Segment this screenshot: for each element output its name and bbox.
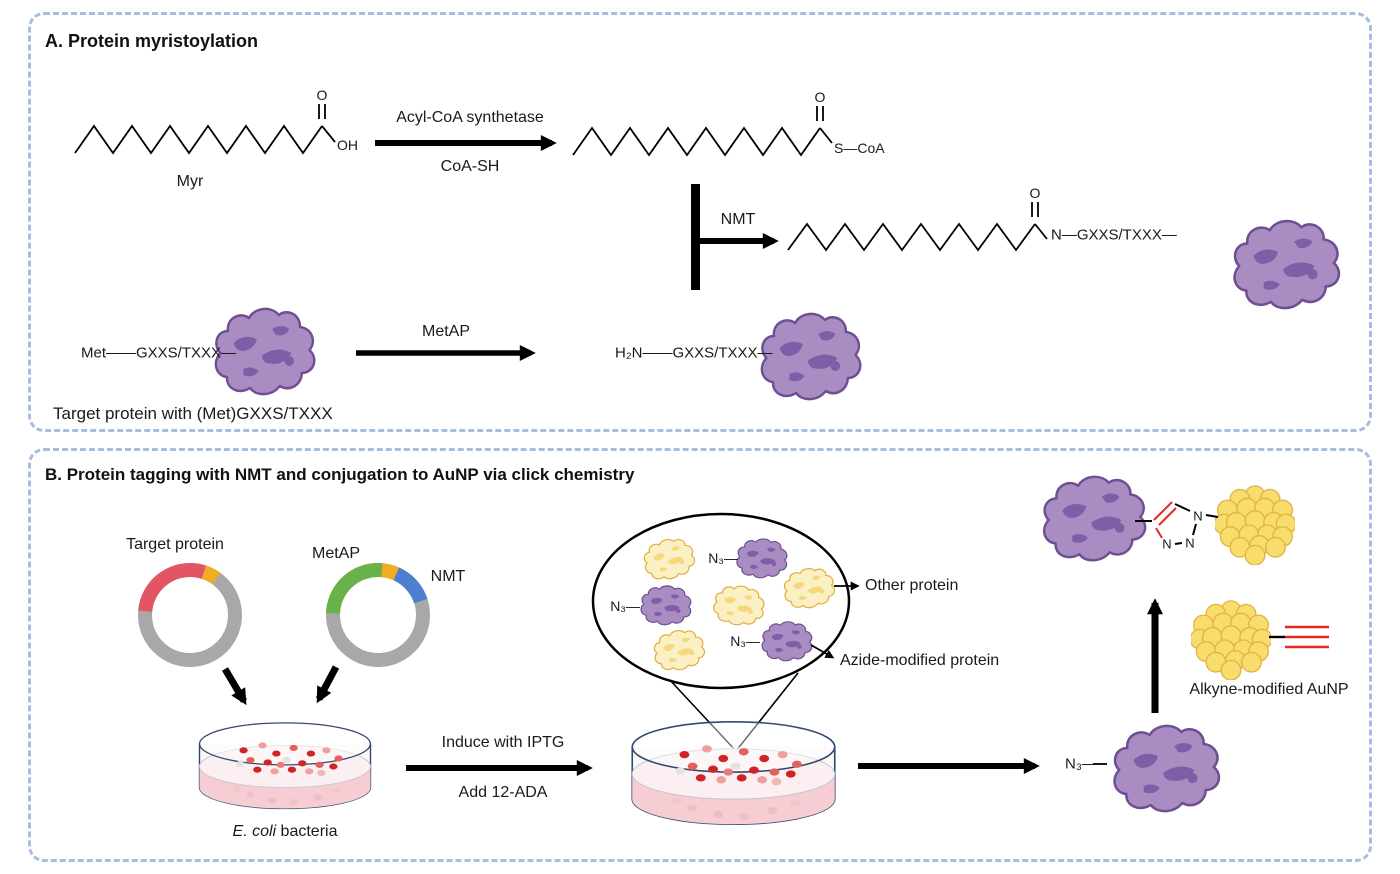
- plasmid-metap-nmt: [326, 563, 430, 667]
- n3-label-1: N₃—: [708, 550, 738, 566]
- acyl-coa-synthetase-label: Acyl-CoA synthetase: [396, 109, 544, 126]
- ecoli-label: E. coli bacteria: [232, 823, 338, 840]
- panel-a-title: A. Protein myristoylation: [45, 31, 259, 51]
- azide-protein-arrow: [810, 644, 835, 659]
- myristic-acid-structure: [74, 104, 336, 155]
- n-gxxs-label: N—GXXS/TXXX—: [1051, 226, 1177, 244]
- carbonyl-o-label-2: O: [814, 89, 826, 105]
- n3-label-3: N₃—: [730, 633, 760, 649]
- panel-b: B. Protein tagging with NMT and conjugat…: [28, 448, 1372, 862]
- panel-b-title: B. Protein tagging with NMT and conjugat…: [45, 465, 635, 484]
- triazole-n2-label: N: [1185, 535, 1195, 551]
- triazole-n3-label: N: [1162, 536, 1172, 552]
- oh-label: OH: [337, 137, 358, 153]
- myristoylated-protein-structure: [787, 202, 1048, 252]
- protein-blob-conjugated: [1044, 477, 1145, 560]
- plasmid2-metap-label: MetAP: [311, 545, 361, 562]
- panel-a-graphics: [74, 104, 1369, 429]
- protein-blob-azide: [1115, 726, 1219, 811]
- myristoyl-coa-structure: [572, 106, 833, 157]
- triazole-ring: [1135, 501, 1219, 545]
- plasmid2-nmt-label: NMT: [430, 568, 466, 585]
- alkyne-group: [1285, 625, 1329, 649]
- plasmid2-to-dish-arrow: [315, 665, 340, 704]
- induce-iptg-label: Induce with IPTG: [441, 734, 565, 751]
- met-gxxs-label: Met——GXXS/TXXX—: [81, 344, 237, 362]
- nmt-label: NMT: [720, 211, 756, 228]
- gold-nanoparticle-conjugated: [1215, 485, 1295, 565]
- panel-a-caption: Target protein with (Met)GXXS/TXXX: [53, 404, 333, 423]
- petri-dish-2: [631, 720, 836, 826]
- s-coa-label: S—CoA: [834, 140, 885, 156]
- h2n-gxxs-label: H₂N——GXXS/TXXX—: [615, 344, 773, 362]
- alkyne-aunp-label: Alkyne-modified AuNP: [1189, 681, 1349, 698]
- gold-nanoparticle-alkyne: [1191, 600, 1271, 680]
- panel-b-graphics: [138, 451, 1329, 826]
- protein-blob-myristoylated: [1235, 221, 1339, 308]
- protein-blob-h2n: [762, 314, 860, 399]
- azide-protein-label: Azide-modified protein: [840, 652, 1000, 669]
- plasmid1-label: Target protein: [126, 536, 224, 553]
- n3-label-2: N₃—: [610, 598, 640, 614]
- add-12ada-label: Add 12-ADA: [458, 784, 548, 801]
- metap-label: MetAP: [421, 323, 471, 340]
- petri-dish-1: [198, 722, 372, 810]
- alkyne-aunp: [1191, 600, 1329, 680]
- n3-label-4: N₃—: [1065, 755, 1097, 773]
- myr-label: Myr: [176, 173, 204, 190]
- nmt-junction-arrow: [691, 184, 779, 290]
- triazole-n1-label: N: [1193, 508, 1203, 524]
- click-product: [1044, 477, 1295, 565]
- other-protein-label: Other protein: [865, 577, 959, 594]
- coa-sh-label: CoA-SH: [440, 158, 500, 175]
- plasmid-target-protein: [138, 563, 242, 667]
- panel-a: A. Protein myristoylation O OH Myr Acyl-…: [28, 12, 1372, 432]
- plasmid1-to-dish-arrow: [221, 667, 248, 706]
- carbonyl-o-label-3: O: [1029, 185, 1041, 201]
- carbonyl-o-label-1: O: [316, 87, 328, 103]
